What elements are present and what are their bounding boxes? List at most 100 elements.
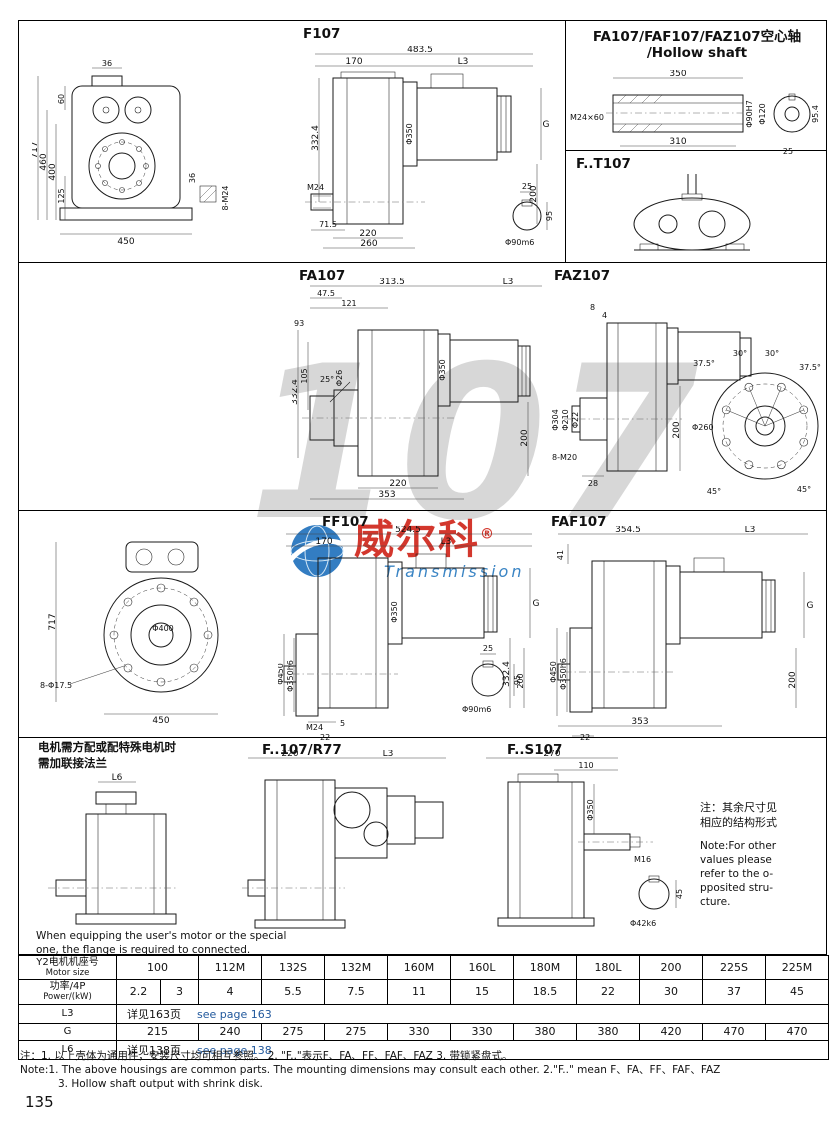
registered-mark: ® [480, 526, 496, 543]
brand-text: 威尔科® Transmission [354, 520, 524, 581]
fs107-drawing: 270 110 Φ350 M16 45 Φ42k6 [486, 750, 684, 928]
section-divider [18, 510, 827, 511]
g-row: G 215 240 275 275 330 330 380 380 420 47… [18, 1022, 829, 1041]
flange-note-cn-line2: 需加联接法兰 [38, 755, 107, 770]
f107-title: F107 [303, 26, 341, 42]
dim-200-fa: 200 [520, 429, 530, 446]
dim-125: 125 [57, 188, 66, 203]
dim-phi350-ff: Φ350 [390, 601, 399, 623]
dim-8-m20: 8-M20 [552, 453, 577, 462]
dim-37-5-right: 37.5° [799, 363, 821, 372]
fa107-title: FA107 [299, 268, 346, 284]
dim-270: 270 [543, 750, 560, 759]
power-cell: 4 [198, 979, 262, 1005]
faf107-drawing: 354.5 L3 41 G 200 Φ450 Φ350h6 353 22 [549, 526, 814, 742]
dim-105: 105 [300, 368, 309, 383]
dim-717-ff: 717 [48, 613, 58, 630]
motor-size-cell: 225M [765, 954, 829, 981]
spec-table: Y2电机机座号 Motor size 100 112M 132S 132M 16… [18, 954, 829, 1060]
dim-30-left: 30° [733, 349, 747, 358]
power-cell: 2.2 [116, 979, 161, 1005]
other-values-note: 注：其余尺寸见 相应的结构形式 Note:For other values pl… [700, 800, 826, 910]
motor-size-cell: 180L [576, 954, 640, 981]
g-cell: 380 [576, 1022, 640, 1041]
dim-phi350h6-faf: Φ350h6 [559, 658, 568, 690]
dim-phi90h7: Φ90H7 [745, 100, 754, 128]
dim-4: 4 [602, 311, 607, 320]
g-label: G [18, 1022, 117, 1041]
dim-30-right: 30° [765, 349, 779, 358]
dim-25: 25 [522, 182, 532, 191]
power-label: 功率/4P Power/(kW) [18, 979, 117, 1005]
g-cell: 470 [765, 1022, 829, 1041]
l3-row: L3 详见163页 see page 163 [18, 1003, 829, 1024]
dim-45-fs: 45 [675, 889, 684, 899]
l3-label: L3 [18, 1003, 117, 1024]
dim-l3-faf: L3 [745, 526, 756, 535]
g-cell: 275 [261, 1022, 325, 1041]
motor-size-cell: 160M [387, 954, 451, 981]
ff107-front-drawing: 717 Φ400 8-Φ17.5 450 [40, 541, 219, 726]
power-cell: 11 [387, 979, 451, 1005]
dim-220-r77: 220 [281, 750, 298, 759]
dim-l3-fa: L3 [503, 278, 514, 287]
dim-110: 110 [578, 761, 593, 770]
dim-460: 460 [39, 153, 49, 170]
dim-phi304: Φ304 [552, 409, 560, 431]
flange-note-en: When equipping the user's motor or the s… [36, 930, 286, 957]
dim-m24: M24 [307, 183, 324, 192]
dim-l3: L3 [458, 57, 469, 67]
other-values-en-line2: values please [700, 853, 772, 866]
section-divider [18, 737, 827, 738]
dim-8: 8 [590, 303, 595, 312]
dim-phi42k6: Φ42k6 [630, 919, 656, 928]
ft107-lines [633, 174, 751, 251]
hollow-shaft-drawing: 350 310 M24×60 Φ90H7 Φ120 95.4 25 [570, 70, 820, 156]
l3-value-en: see page 163 [197, 1007, 272, 1021]
power-label-cn: 功率/4P [49, 981, 86, 993]
brand-name: 威尔科 [354, 517, 480, 563]
dim-60: 60 [57, 94, 66, 104]
dim-260: 260 [360, 239, 377, 249]
ft107-drawing [633, 174, 751, 251]
dim-524-5: 524.5 [395, 526, 421, 535]
faz107-title: FAZ107 [554, 268, 611, 284]
dim-g-faf: G [807, 601, 814, 611]
other-values-en-line3: refer to the o- [700, 868, 774, 881]
g-cell: 380 [513, 1022, 577, 1041]
dim-220: 220 [359, 229, 376, 239]
other-values-en-line4: pposited stru- [700, 882, 774, 895]
dim-g: G [543, 120, 550, 130]
other-values-cn-line1: 注：其余尺寸见 [700, 801, 777, 814]
dim-220-fa: 220 [389, 479, 406, 489]
other-values-en-line5: cture. [700, 896, 731, 909]
ff107-side-drawing: 524.5 170 L3 Φ350 G 332.4 200 Φ450 Φ350h… [278, 526, 540, 742]
dim-93: 93 [294, 319, 304, 328]
dim-phi350h6-ff: Φ350h6 [286, 660, 295, 692]
l3-value-cn: 详见163页 [127, 1007, 181, 1021]
dim-phi210: Φ210 [561, 409, 570, 431]
other-values-cn-line2: 相应的结构形式 [700, 816, 777, 830]
power-cell: 3 [160, 979, 199, 1005]
other-values-en-line1: Note:For other [700, 839, 777, 852]
power-cell: 15 [450, 979, 514, 1005]
page-number: 135 [25, 1093, 54, 1111]
watermark-107: 107 [248, 320, 703, 567]
dim-310: 310 [669, 137, 686, 147]
dim-25deg: 25° [320, 375, 334, 384]
dim-phi90m6: Φ90m6 [505, 238, 534, 247]
power-label-en: Power/(kW) [43, 991, 92, 1002]
dim-phi350: Φ350 [405, 123, 414, 145]
dim-332-4: 332.4 [311, 125, 321, 151]
motor-size-label: Y2电机机座号 Motor size [18, 954, 117, 981]
dim-5-ff: 5 [340, 719, 345, 728]
g-cell: 215 [116, 1022, 199, 1041]
dim-36-top: 36 [102, 59, 112, 68]
dim-l3-r77: L3 [383, 750, 394, 759]
dim-45-right: 45° [797, 485, 811, 494]
panel-divider [565, 20, 566, 262]
shaft-end-detail-lines [471, 653, 515, 697]
motor-size-cell: 132M [324, 954, 388, 981]
dim-8-phi17-5: 8-Φ17.5 [40, 681, 72, 690]
